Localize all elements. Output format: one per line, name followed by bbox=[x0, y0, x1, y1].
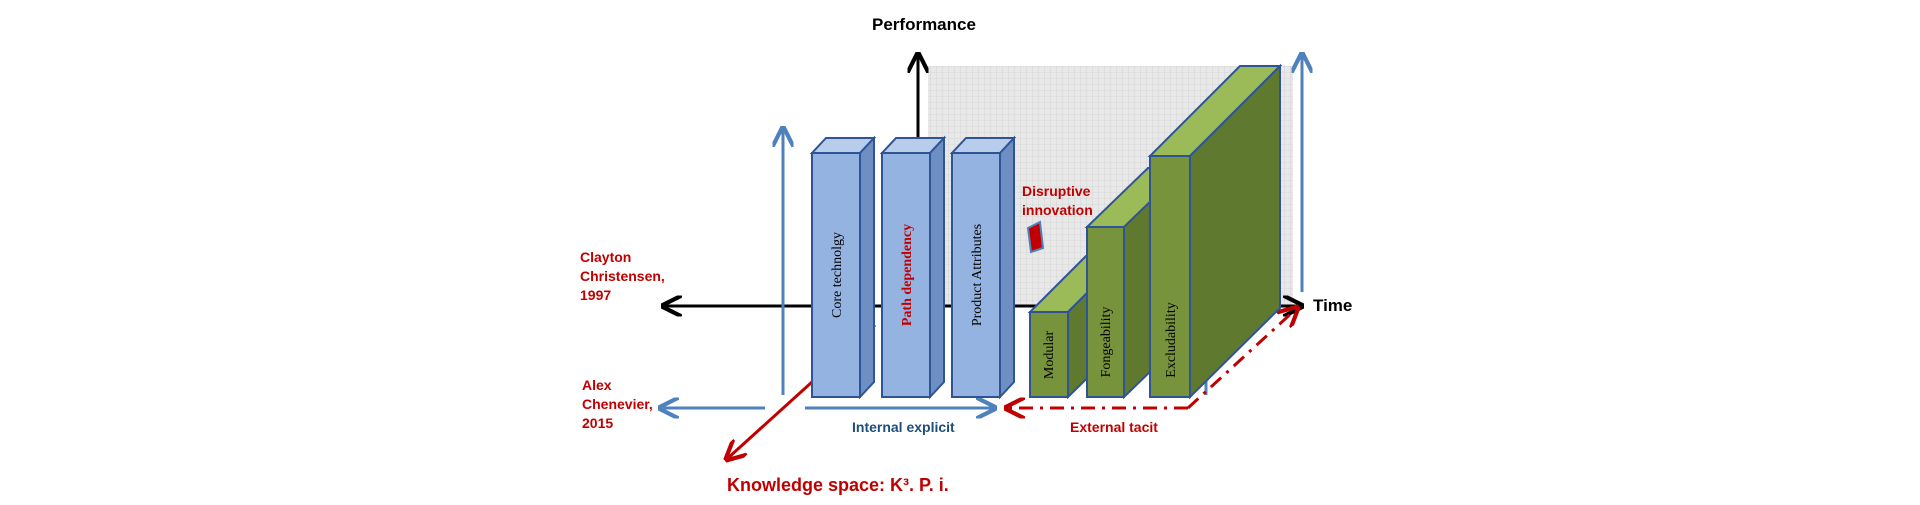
bar-product-attributes: Product Attributes bbox=[949, 135, 1017, 400]
knowledge-space-label: Knowledge space: K³. P. i. bbox=[727, 475, 949, 495]
bar-path-dependency: Path dependency bbox=[879, 135, 947, 400]
disruptive-label-line2: innovation bbox=[1022, 202, 1093, 218]
bar-label-product-attributes: Product Attributes bbox=[970, 224, 985, 326]
disruptive-innovation-marker bbox=[1026, 220, 1045, 254]
bar-label-path-dependency: Path dependency bbox=[900, 224, 915, 326]
bar-excludability: Excludability bbox=[1147, 63, 1283, 400]
performance-axis-label: Performance bbox=[872, 15, 976, 34]
diagonal-red-dashed-arrow bbox=[1186, 309, 1296, 410]
time-axis-label: Time bbox=[1313, 296, 1352, 315]
chenevier-line1: Alex bbox=[582, 377, 612, 393]
bar-core-technology: Core technolgy bbox=[809, 135, 877, 400]
bar-label-modular: Modular bbox=[1042, 331, 1057, 380]
christensen-line1: Clayton bbox=[580, 249, 631, 265]
internal-explicit-label: Internal explicit bbox=[852, 419, 955, 435]
chenevier-line2: Chenevier, bbox=[582, 396, 653, 412]
bar-label-excludability: Excludability bbox=[1164, 302, 1179, 377]
christensen-line2: Christensen, bbox=[580, 268, 665, 284]
bar-label-core-technology: Core technolgy bbox=[830, 232, 845, 318]
disruptive-label-line1: Disruptive bbox=[1022, 183, 1091, 199]
chenevier-line3: 2015 bbox=[582, 415, 613, 431]
external-tacit-label: External tacit bbox=[1070, 419, 1158, 435]
christensen-line3: 1997 bbox=[580, 287, 611, 303]
bar-label-fongeability: Fongeability bbox=[1099, 307, 1114, 378]
